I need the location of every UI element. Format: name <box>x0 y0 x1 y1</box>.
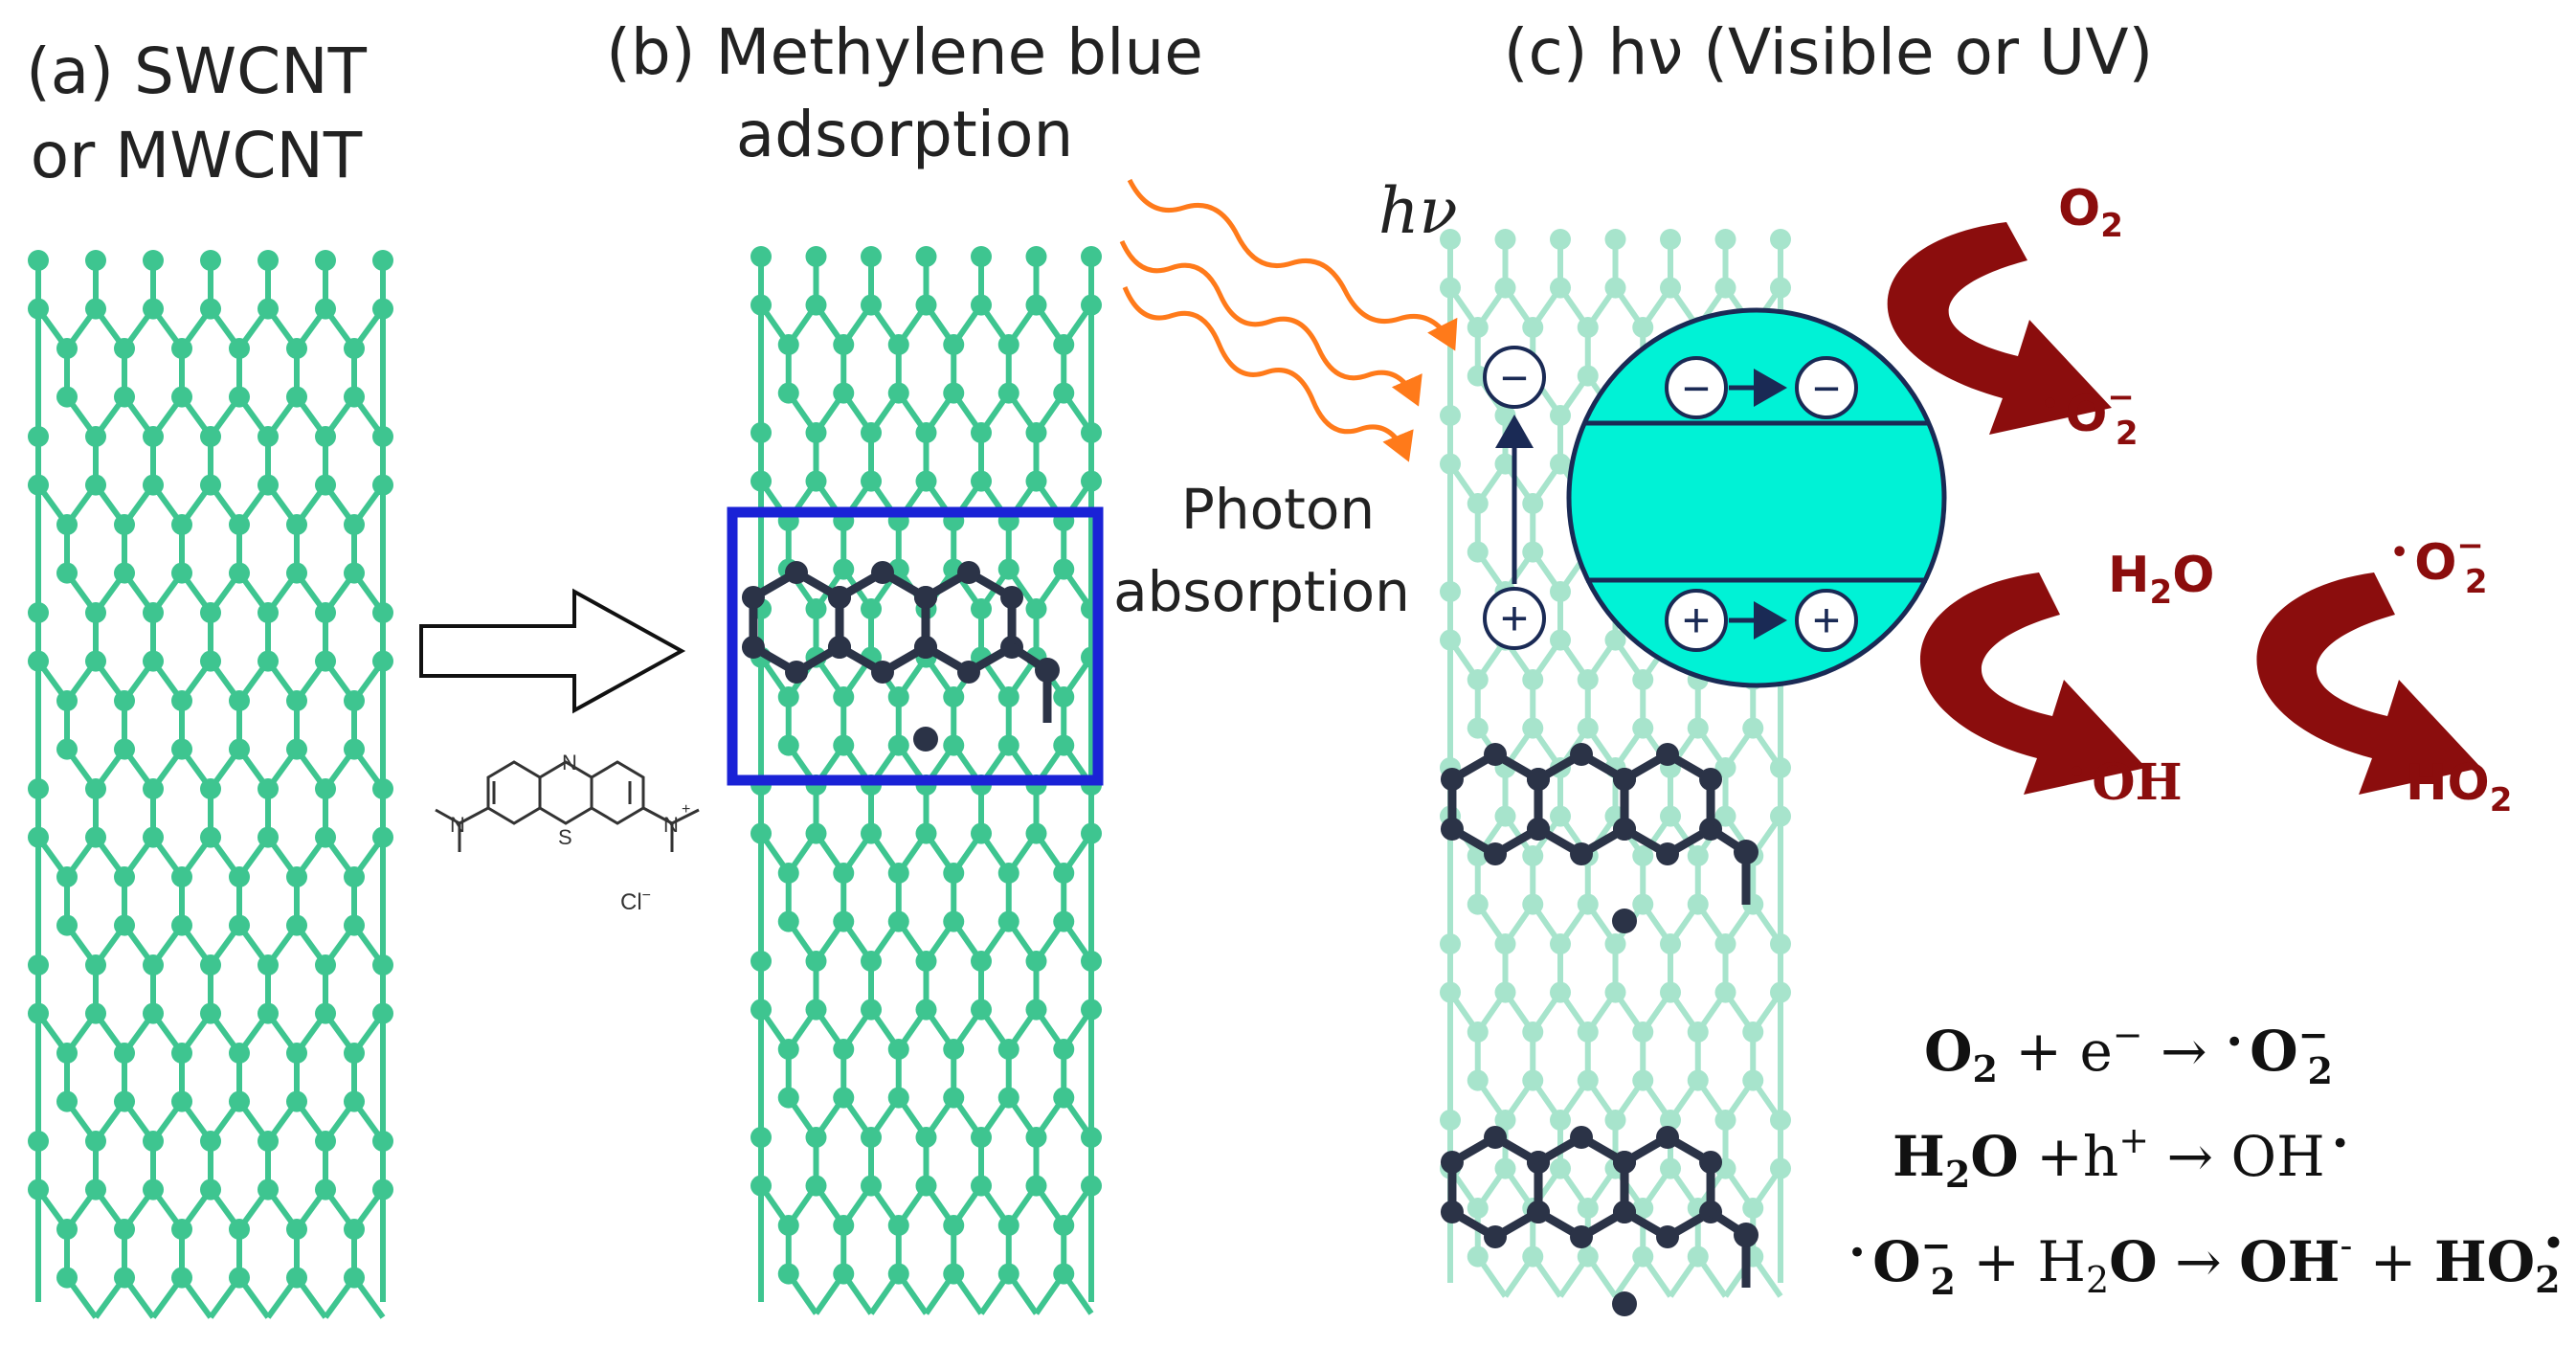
superoxide-label-2: •O−2 <box>2390 527 2488 601</box>
methylene-blue-s-atom: S <box>558 825 572 849</box>
photon-absorption-line2: absorption <box>1113 559 1410 624</box>
vb-hole-1-sign: + <box>1682 594 1710 647</box>
methylene-blue-iminium-charge: + <box>682 801 690 818</box>
vb-hole-2-sign: + <box>1812 594 1840 647</box>
o2-label: O2 <box>2058 180 2123 245</box>
ho2-label: HO2 <box>2406 754 2512 819</box>
band-structure-sphere <box>1566 307 1947 688</box>
cb-electron-2 <box>1795 356 1858 419</box>
reaction-arrow-h2o <box>1919 572 2146 795</box>
methylene-blue-structure <box>435 760 700 852</box>
reaction-arrow-superoxide <box>2256 572 2481 795</box>
equation-3: •O−2 + H2O → OH- + HO2• <box>1848 1223 2564 1303</box>
panel-b-title-line2: adsorption <box>736 98 1074 171</box>
cb-electron-1-sign: − <box>1682 362 1710 415</box>
superoxide-label: •O−2 <box>2041 378 2139 453</box>
photon-arrows <box>1119 178 1458 462</box>
adsorption-highlight-box <box>727 506 1104 786</box>
panel-a-title-line1: (a) SWCNT <box>26 34 368 108</box>
adsorbed-molecule-b <box>741 561 1060 752</box>
equation-1: O2 + e− → •O−2 <box>1924 1013 2333 1092</box>
reaction-arrow-o2 <box>1887 222 2112 435</box>
methylene-blue-n-atom: N <box>562 751 577 774</box>
electron-charge <box>1483 346 1546 409</box>
cb-electron-2-sign: − <box>1812 362 1840 415</box>
methylene-blue-amine-n: N <box>450 813 465 837</box>
methylene-blue-counter-ion: Cl− <box>620 887 651 915</box>
process-arrow <box>419 588 686 714</box>
hv-label: hν <box>1378 174 1458 248</box>
adsorbed-molecule-c1 <box>1440 743 1758 933</box>
hole-charge <box>1483 587 1546 650</box>
vb-hole-2 <box>1795 589 1858 652</box>
panel-a-title-line2: or MWCNT <box>31 119 363 192</box>
hydroxyl-radical-label: •OH <box>2068 753 2183 812</box>
equation-2: H2O +h+ → OH• <box>1893 1119 2350 1196</box>
h2o-label: H2O <box>2108 547 2214 612</box>
hole-charge-sign: + <box>1500 592 1528 645</box>
methylene-blue-iminium-n: N <box>663 813 679 837</box>
electron-charge-sign: − <box>1500 351 1528 405</box>
carbon-nanotube-a <box>28 250 393 1319</box>
cb-electron-1 <box>1665 356 1728 419</box>
adsorbed-molecule-c2 <box>1440 1126 1758 1316</box>
photon-absorption-line1: Photon <box>1181 477 1375 542</box>
panel-c-title: (c) hν (Visible or UV) <box>1504 15 2153 89</box>
panel-b-title-line1: (b) Methylene blue <box>606 15 1203 89</box>
vb-hole-1 <box>1665 589 1728 652</box>
